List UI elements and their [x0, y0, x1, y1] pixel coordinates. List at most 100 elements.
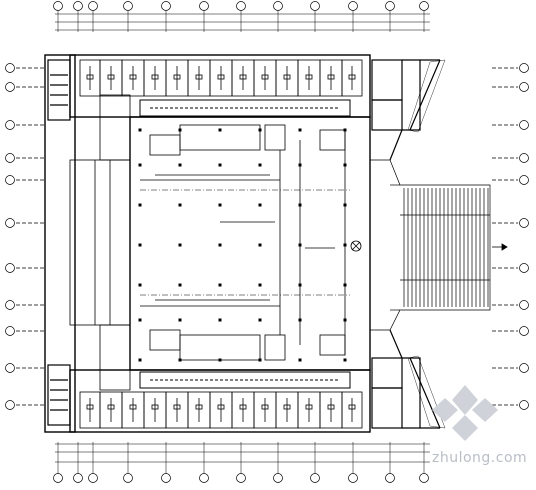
axis-bubble: [5, 400, 15, 410]
column-mark: [298, 283, 302, 287]
column-mark: [138, 318, 142, 322]
axis-bubble: [348, 1, 358, 11]
room-fixture: [129, 404, 137, 410]
axis-bubble: [385, 473, 395, 483]
column-mark: [258, 128, 262, 132]
axis-bubble: [199, 1, 209, 11]
room-fixture: [217, 404, 225, 410]
axis-bubbles-top: [53, 1, 429, 32]
column-mark: [178, 128, 182, 132]
column-mark: [298, 358, 302, 362]
column-mark: [178, 318, 182, 322]
axis-bubble: [161, 1, 171, 11]
axis-bubble: [519, 153, 529, 163]
room-fixture: [107, 74, 115, 80]
column-mark: [298, 318, 302, 322]
axis-bubble: [88, 473, 98, 483]
room-fixture: [261, 74, 269, 80]
top-rooms-row: [79, 59, 363, 97]
outer-walls: [44, 54, 371, 433]
axis-bubble: [519, 63, 529, 73]
column-mark: [218, 318, 222, 322]
bottom-dimension-line: [55, 443, 430, 463]
room-fixture: [86, 404, 94, 410]
axis-bubble: [519, 363, 529, 373]
room-fixture: [151, 74, 159, 80]
room-fixture: [283, 74, 291, 80]
column-mark: [138, 283, 142, 287]
room-fixture: [86, 74, 94, 80]
axis-bubble: [310, 473, 320, 483]
axis-bubbles-bottom: [53, 442, 429, 483]
column-mark: [178, 243, 182, 247]
column-mark: [178, 203, 182, 207]
left-stair-cores: [47, 59, 71, 426]
axis-bubble: [161, 473, 171, 483]
hall-symbol: [350, 240, 362, 252]
column-mark: [258, 283, 262, 287]
column-mark: [258, 163, 262, 167]
axis-bubble: [273, 473, 283, 483]
axis-bubble: [419, 473, 429, 483]
left-lobby: [69, 94, 131, 391]
column-mark: [138, 358, 142, 362]
room-fixture: [305, 74, 313, 80]
axis-bubble: [348, 473, 358, 483]
column-mark: [138, 128, 142, 132]
entry-arrow: [492, 243, 508, 251]
axis-bubble: [5, 153, 15, 163]
axis-bubble: [5, 218, 15, 228]
column-mark: [218, 128, 222, 132]
axis-bubble: [5, 326, 15, 336]
room-fixture: [173, 404, 181, 410]
axis-bubble: [519, 326, 529, 336]
axis-bubble: [419, 1, 429, 11]
room-cell: [341, 391, 363, 429]
axis-bubble: [5, 120, 15, 130]
column-mark: [178, 283, 182, 287]
watermark-logo: [432, 385, 498, 441]
column-mark: [258, 243, 262, 247]
axis-bubble: [519, 400, 529, 410]
column-mark: [343, 203, 347, 207]
axis-bubble: [519, 300, 529, 310]
column-mark: [258, 203, 262, 207]
room-fixture: [348, 74, 356, 80]
room-fixture: [283, 404, 291, 410]
room-fixture: [327, 404, 335, 410]
axis-bubble: [53, 1, 63, 11]
axis-bubble: [519, 263, 529, 273]
axis-bubble: [73, 1, 83, 11]
axis-bubble: [5, 175, 15, 185]
axis-bubble: [5, 63, 15, 73]
room-fixture: [327, 74, 335, 80]
room-fixture: [195, 74, 203, 80]
column-mark: [343, 243, 347, 247]
axis-bubble: [236, 473, 246, 483]
structural-columns: [138, 128, 347, 362]
axis-bubble: [236, 1, 246, 11]
room-fixture: [261, 404, 269, 410]
column-mark: [298, 128, 302, 132]
column-mark: [218, 163, 222, 167]
axis-bubbles-left: [5, 63, 45, 410]
axis-bubble: [123, 473, 133, 483]
axis-bubble: [519, 120, 529, 130]
axis-bubble: [53, 473, 63, 483]
column-mark: [178, 163, 182, 167]
central-hall: [140, 124, 346, 361]
room-fixture: [239, 404, 247, 410]
axis-bubble: [123, 1, 133, 11]
room-fixture: [305, 404, 313, 410]
column-mark: [218, 283, 222, 287]
column-mark: [343, 128, 347, 132]
inner-corridors: [139, 99, 351, 389]
column-mark: [258, 318, 262, 322]
column-mark: [343, 358, 347, 362]
axis-bubble: [519, 175, 529, 185]
room-fixture: [217, 74, 225, 80]
column-mark: [298, 203, 302, 207]
axis-bubble: [519, 218, 529, 228]
